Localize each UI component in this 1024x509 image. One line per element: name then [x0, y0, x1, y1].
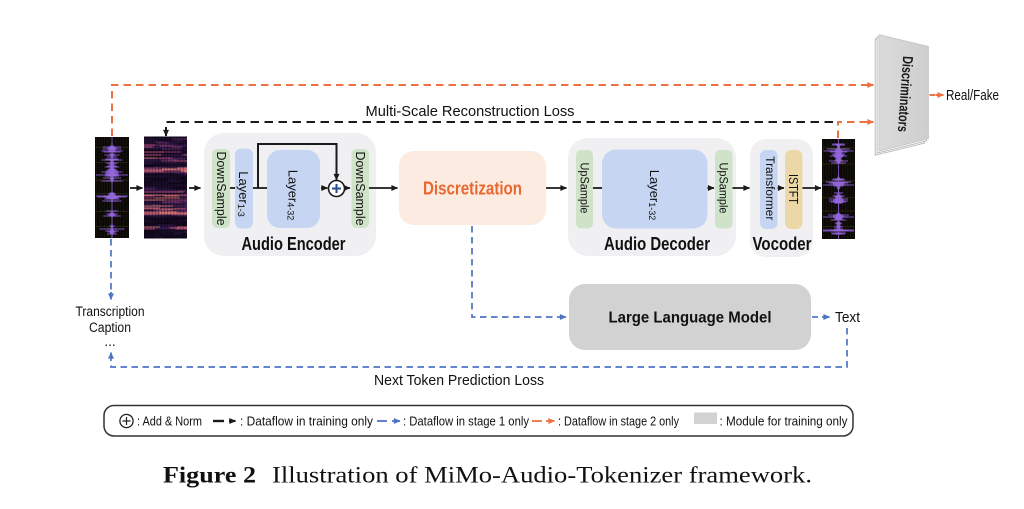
svg-text:Transformer: Transformer — [763, 156, 775, 220]
svg-text:Next Token Prediction Loss: Next Token Prediction Loss — [374, 373, 544, 389]
svg-text:Discriminators: Discriminators — [894, 56, 915, 133]
svg-text:Layer1-3: Layer1-3 — [236, 171, 252, 217]
svg-text:Multi-Scale Reconstruction Los: Multi-Scale Reconstruction Loss — [366, 103, 575, 120]
svg-text:Figure 2: Figure 2 — [163, 463, 256, 488]
svg-text:: Dataflow in stage 1 only: : Dataflow in stage 1 only — [403, 414, 529, 429]
svg-text:Text: Text — [835, 309, 861, 326]
svg-text:Discretization: Discretization — [423, 179, 522, 199]
svg-text:Audio Encoder: Audio Encoder — [242, 234, 346, 254]
svg-text:Large Language Model: Large Language Model — [609, 310, 772, 327]
svg-text:: Dataflow in stage 2 only: : Dataflow in stage 2 only — [558, 414, 679, 429]
svg-text:: Module for training only: : Module for training only — [720, 414, 848, 429]
svg-text:DownSample: DownSample — [214, 152, 228, 226]
svg-text:: Dataflow in training only: : Dataflow in training only — [240, 414, 373, 429]
svg-text:Transcription: Transcription — [76, 304, 145, 319]
svg-text:Audio Decoder: Audio Decoder — [604, 234, 710, 254]
svg-text:Real/Fake: Real/Fake — [946, 88, 999, 104]
svg-text:Layer1-32: Layer1-32 — [647, 170, 663, 221]
svg-text:Caption: Caption — [89, 320, 131, 335]
svg-text:ISTFT: ISTFT — [786, 174, 801, 204]
svg-text:UpSample: UpSample — [717, 163, 731, 214]
svg-text:DownSample: DownSample — [353, 152, 367, 226]
svg-text:...: ... — [104, 334, 115, 349]
svg-text:Vocoder: Vocoder — [753, 234, 812, 254]
svg-text:UpSample: UpSample — [578, 163, 592, 214]
svg-text:Illustration of MiMo-Audio-Tok: Illustration of MiMo-Audio-Tokenizer fra… — [272, 463, 812, 488]
svg-text:Layer4-32: Layer4-32 — [286, 170, 302, 221]
svg-text:: Add & Norm: : Add & Norm — [137, 414, 202, 429]
